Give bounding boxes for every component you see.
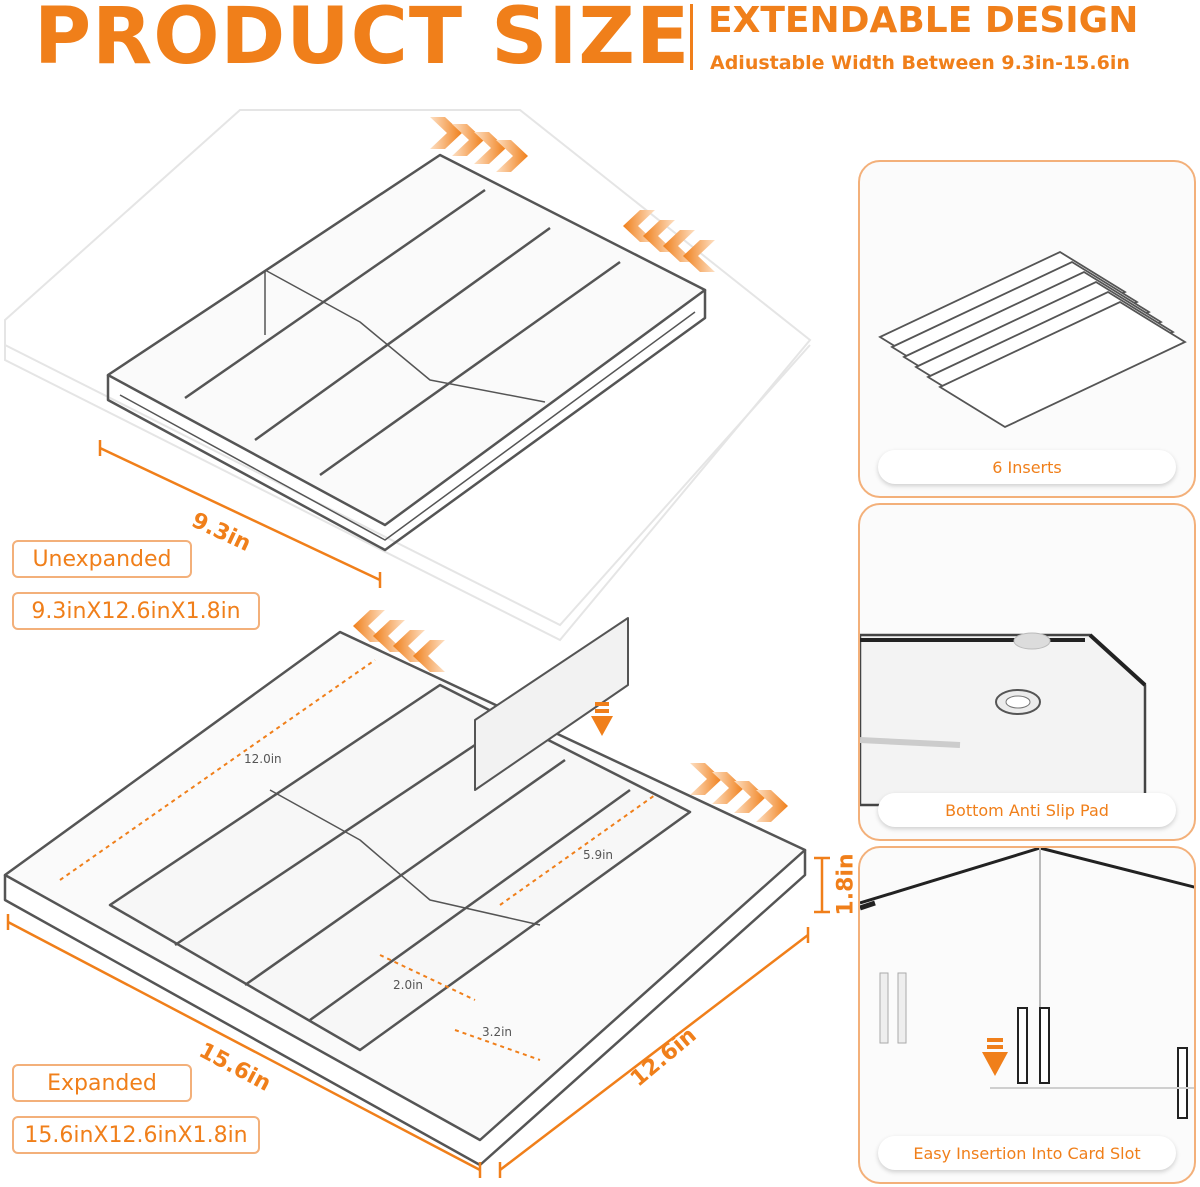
inserts-illustration [878, 250, 1187, 429]
expanded-size: 15.6inX12.6inX1.8in [12, 1116, 260, 1154]
down-arrow-insert [591, 702, 613, 736]
arrows-left-top [623, 210, 715, 272]
arrows-right-expanded [690, 763, 788, 822]
arrows-left-expanded [353, 610, 445, 672]
product-illustration [3, 109, 830, 1178]
unexpanded-tray [106, 153, 707, 552]
expanded-tag: Expanded [12, 1064, 192, 1102]
panel-caption-card-slot: Easy Insertion Into Card Slot [878, 1136, 1176, 1170]
ghost-tray [4, 109, 812, 642]
dimension-line-9-3 [98, 440, 382, 588]
panel-inserts: 6 Inserts [858, 160, 1196, 498]
dimension-line-15-6 [6, 914, 482, 1178]
inner-length-label: 12.0in [244, 752, 282, 766]
panel-caption-anti-slip: Bottom Anti Slip Pad [878, 793, 1176, 827]
panel-anti-slip: Bottom Anti Slip Pad [858, 503, 1196, 841]
slot-length-label: 5.9in [583, 848, 614, 862]
anti-slip-illustration [860, 632, 1147, 807]
panel-card-slot: Easy Insertion Into Card Slot [858, 846, 1196, 1184]
unexpanded-size: 9.3inX12.6inX1.8in [12, 592, 260, 630]
page-description: Adiustable Width Between 9.3in-15.6in [710, 52, 1130, 74]
height-label-expanded: 1.8in [833, 853, 859, 916]
slot-width-a-label: 2.0in [393, 978, 424, 992]
slot-width-b-label: 3.2in [482, 1025, 513, 1039]
unexpanded-tag: Unexpanded [12, 540, 192, 578]
arrows-right-top [430, 117, 528, 172]
dimension-line-1-8 [814, 856, 830, 914]
inner-dimension-lines [59, 659, 656, 1061]
panel-caption-inserts: 6 Inserts [878, 450, 1176, 484]
dimension-line-12-6 [498, 927, 810, 1178]
card-slot-illustration [860, 848, 1194, 1119]
page-subtitle: EXTENDABLE DESIGN [708, 0, 1139, 41]
title-divider [690, 4, 693, 70]
expanded-tray [3, 617, 807, 1167]
page-title: PRODUCT SIZE [34, 0, 691, 82]
